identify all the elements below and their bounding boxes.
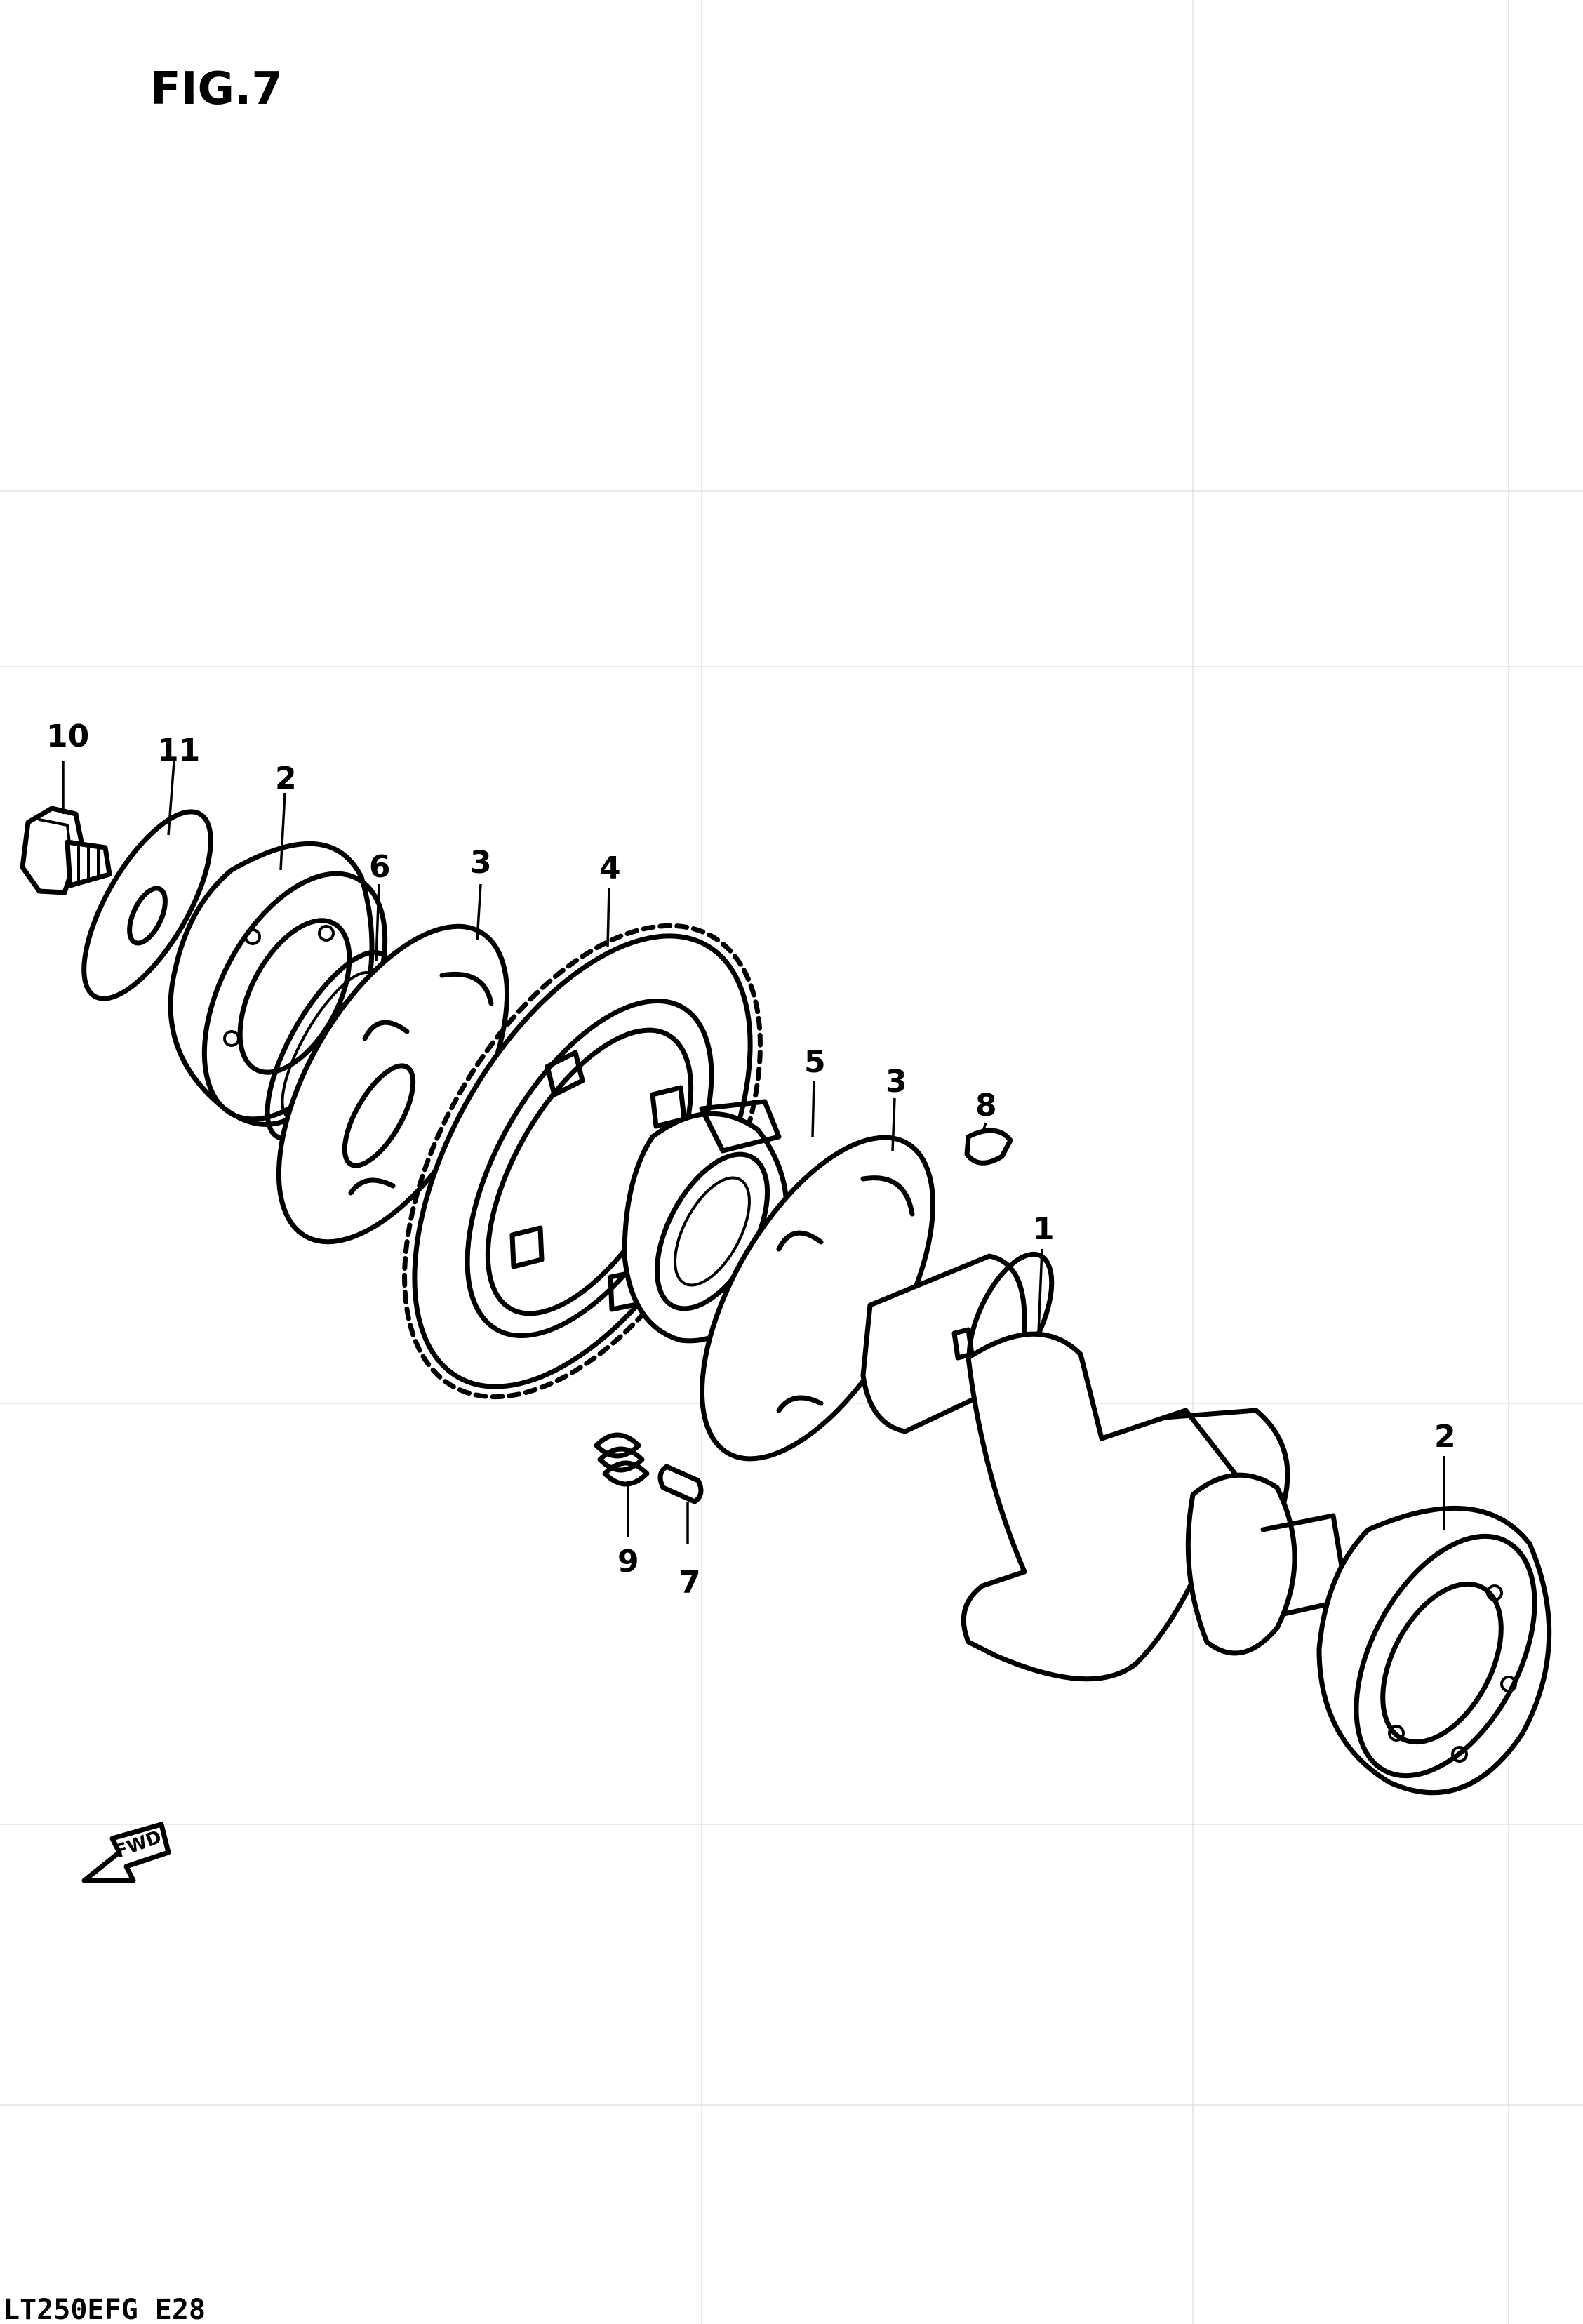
callout-10: 10 bbox=[46, 719, 89, 754]
callout-11: 11 bbox=[157, 733, 200, 768]
callout-3-left: 3 bbox=[470, 845, 492, 881]
part-7-pin bbox=[657, 1464, 704, 1504]
callout-3-right: 3 bbox=[886, 1064, 907, 1100]
figure-title: FIG.7 bbox=[150, 63, 283, 115]
fwd-arrow-icon: FWD bbox=[81, 1822, 171, 1883]
callout-7: 7 bbox=[679, 1565, 701, 1601]
callout-2-left: 2 bbox=[275, 761, 297, 796]
leader-lines bbox=[62, 761, 1445, 1544]
part-4-gear bbox=[402, 923, 763, 1400]
callout-6: 6 bbox=[369, 849, 391, 885]
figure-footer-code: LT250EFG E28 bbox=[3, 2294, 206, 2324]
part-2-bearing-right bbox=[1316, 1505, 1552, 1796]
callout-8: 8 bbox=[975, 1088, 997, 1123]
part-11-washer bbox=[81, 809, 213, 1001]
part-8-key bbox=[964, 1128, 1013, 1166]
callout-5: 5 bbox=[804, 1044, 826, 1080]
callouts: 10 11 2 6 3 4 5 3 8 1 2 9 7 bbox=[46, 719, 1456, 1601]
part-10-bolt bbox=[20, 806, 112, 895]
callout-1: 1 bbox=[1033, 1211, 1055, 1247]
callout-2-right: 2 bbox=[1434, 1419, 1456, 1455]
part-9-spring bbox=[594, 1432, 650, 1487]
callout-4: 4 bbox=[599, 850, 621, 886]
part-1-crankshaft bbox=[860, 1251, 1350, 1682]
callout-9: 9 bbox=[617, 1544, 639, 1580]
